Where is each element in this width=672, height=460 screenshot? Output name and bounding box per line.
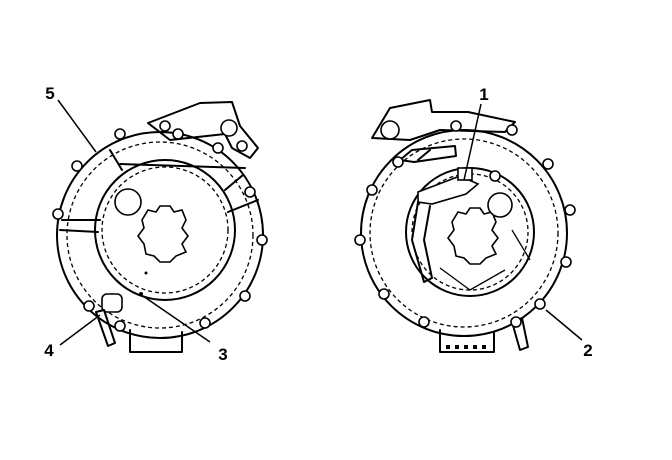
housing-flange-ring: [66, 141, 254, 329]
inner-housing-wall: [94, 159, 236, 301]
rear-top-bracket: [371, 99, 516, 141]
splined-hub: [137, 205, 189, 263]
rear-small-port: [489, 170, 501, 182]
callout-label: 2: [583, 341, 592, 360]
callout-1: 1: [463, 85, 489, 181]
leader-line: [57, 99, 97, 153]
housing-rib: [227, 199, 259, 213]
rear-inner-dashed-ring: [411, 173, 529, 291]
bracket-eye: [220, 119, 238, 137]
leader-line: [59, 314, 101, 346]
rear-bracket-eye: [380, 120, 400, 140]
leader-line: [142, 295, 211, 343]
sensor-lead: [95, 309, 116, 347]
callout-label: 5: [45, 84, 54, 103]
leader-line: [545, 309, 583, 341]
sensor-fitting: [101, 293, 123, 313]
housing-rib: [109, 149, 123, 171]
auxiliary-port: [114, 188, 142, 216]
index-mark: [144, 271, 148, 275]
housing-rib: [119, 163, 246, 169]
oil-passage-arrow: [399, 145, 457, 163]
rear-auxiliary-port: [487, 192, 513, 218]
callout-4: 4: [44, 314, 101, 360]
housing-front-view: [52, 101, 268, 353]
inner-dashed-ring: [101, 166, 229, 294]
callout-label: 4: [44, 341, 54, 360]
rear-bottom-connector: [439, 329, 495, 353]
shift-rod: [411, 201, 433, 283]
callout-label: 3: [218, 345, 227, 364]
alignment-mark: [139, 292, 143, 296]
rear-flange-ring: [369, 138, 559, 328]
bottom-mount-block: [129, 329, 183, 353]
connector-pins: [446, 345, 486, 349]
oil-passage-detail: [417, 149, 431, 161]
callout-2: 2: [545, 309, 593, 360]
rear-splined-hub: [447, 207, 499, 265]
housing-rib: [224, 174, 244, 191]
mounting-bolts: [52, 120, 268, 332]
internal-web: [439, 267, 506, 291]
callout-3: 3: [142, 295, 228, 364]
top-mount-bracket: [147, 101, 259, 159]
callout-label: 1: [479, 85, 488, 104]
housing-rear-view: [354, 99, 576, 353]
internal-web: [511, 229, 531, 261]
rear-mounting-bolts: [354, 120, 576, 328]
leader-line: [463, 103, 482, 181]
rear-housing-outer-edge: [360, 129, 568, 337]
callout-5: 5: [45, 84, 97, 153]
housing-rib: [59, 229, 99, 233]
